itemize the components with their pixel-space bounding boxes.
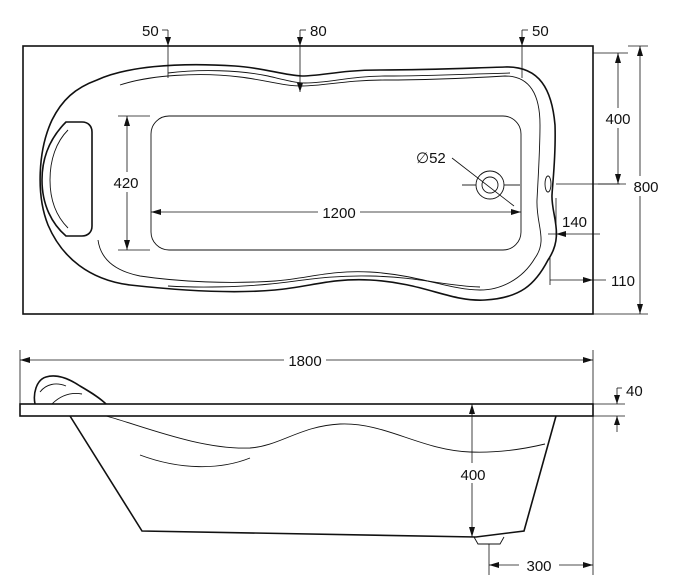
dim-drain-offset: 300: [488, 416, 594, 575]
plan-outer-rim: [22, 45, 594, 315]
dim-end-offset: 140: [548, 198, 600, 240]
side-wave: [105, 415, 546, 453]
label-400-plan: 400: [605, 111, 630, 128]
label-400-side: 400: [460, 467, 485, 484]
label-800: 800: [633, 179, 658, 196]
dim-inner-length: 1200: [151, 202, 521, 222]
plan-basin-rim-line: [97, 74, 542, 291]
plan-basin-outer: [39, 63, 558, 301]
dim-end-offset-bottom: 110: [549, 258, 635, 290]
side-drain: [473, 536, 505, 545]
plan-headrest-inner: [49, 129, 69, 229]
label-80: 80: [310, 23, 327, 40]
dim-inner-width: 420: [109, 115, 150, 251]
label-110: 110: [611, 273, 635, 290]
dim-top-right: 50: [519, 23, 549, 78]
label-50-left: 50: [142, 23, 159, 40]
label-50-right: 50: [532, 23, 549, 40]
plan-wave-top: [167, 70, 511, 84]
plan-wave-bottom: [167, 275, 481, 288]
label-1200: 1200: [322, 205, 355, 222]
dim-top-left: 50: [142, 23, 171, 78]
dim-rim-thickness: 40: [593, 383, 643, 432]
label-140: 140: [562, 214, 587, 231]
dim-half-width: 400: [593, 52, 634, 185]
overflow-slot: [544, 175, 552, 193]
side-view: 1800 40 4: [19, 350, 643, 575]
dim-depth: 400: [456, 404, 490, 537]
label-40: 40: [626, 383, 643, 400]
side-headrest: [33, 375, 107, 405]
side-rim: [19, 403, 594, 417]
label-420: 420: [113, 175, 138, 192]
dim-top-mid: 80: [297, 23, 327, 92]
label-drain-diameter: ∅52: [416, 150, 446, 167]
label-300: 300: [526, 558, 551, 575]
plan-view: 420 1200 ∅52 50 80: [22, 23, 664, 315]
dim-total-width: 800: [593, 45, 664, 315]
label-1800: 1800: [288, 353, 321, 370]
plan-headrest: [41, 121, 93, 237]
dim-total-length: 1800: [19, 350, 594, 404]
side-basin-body: [69, 415, 557, 538]
plan-floor-area: [150, 115, 522, 251]
drain-inner-ring: [481, 176, 499, 194]
